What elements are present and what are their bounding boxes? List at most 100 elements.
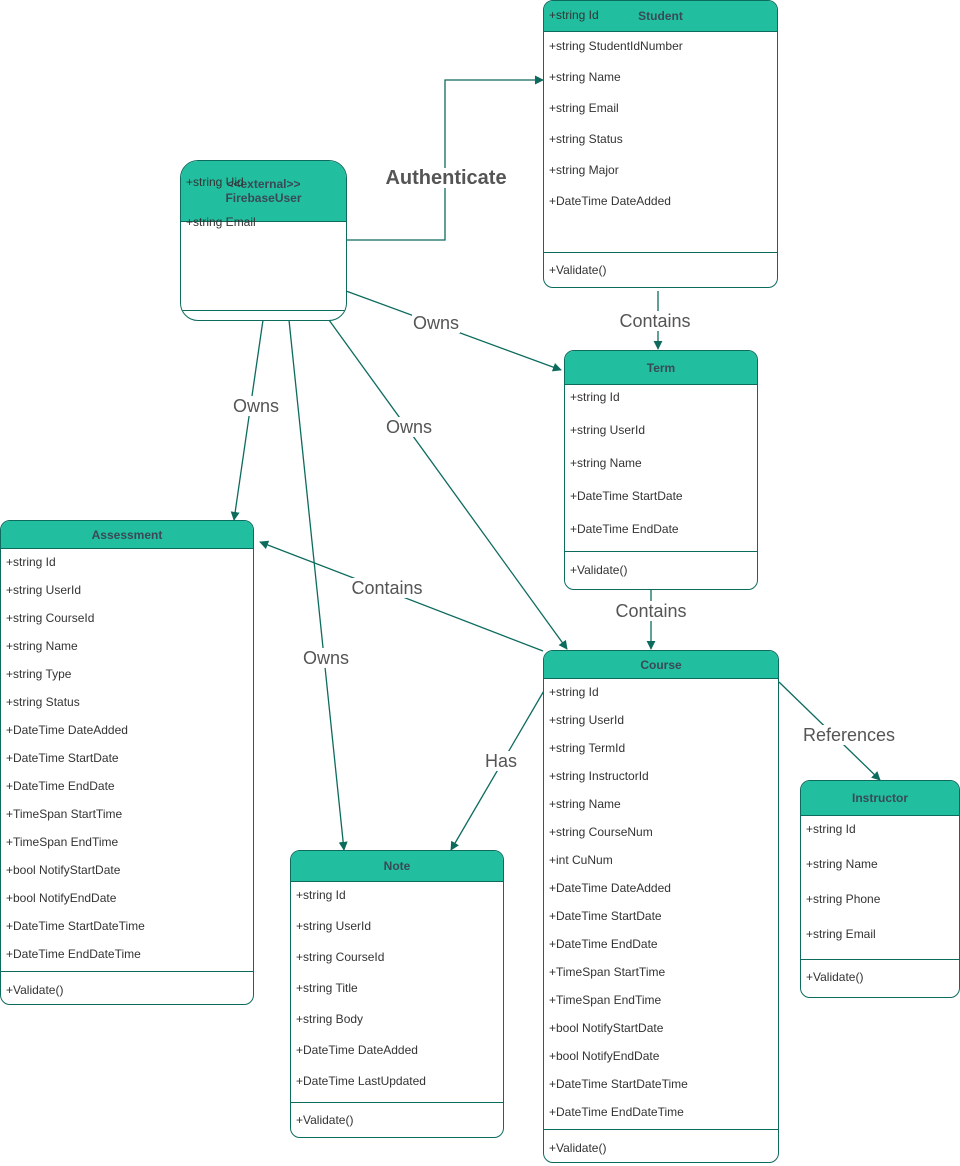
class-attribute: +string Type (6, 667, 72, 681)
class-attribute: +string Name (570, 456, 642, 470)
class-title: Note (383, 859, 411, 873)
class-assessment[interactable]: Assessment +string Id +string UserId +stri… (0, 520, 254, 1005)
class-divider (565, 551, 757, 552)
class-attribute: +string Status (549, 132, 623, 146)
class-attribute: +DateTime StartDate (570, 489, 683, 503)
class-attribute: +DateTime EndDate (570, 522, 679, 536)
class-attribute: +bool NotifyEndDate (549, 1049, 660, 1063)
class-title: Student (638, 9, 683, 23)
class-title: Assessment (91, 527, 163, 542)
edge-label-course-instructor: References (801, 725, 897, 745)
class-attribute: +string Phone (806, 892, 881, 906)
class-attribute: +string Email (549, 101, 619, 115)
class-header: Assessment (1, 521, 253, 549)
class-attribute: +DateTime DateAdded (549, 881, 671, 895)
edge-user-note (288, 319, 348, 851)
class-attribute: +TimeSpan StartTime (6, 807, 123, 821)
edge-label-authenticate: Authenticate (384, 167, 508, 189)
class-attribute: +string CourseId (6, 611, 95, 625)
class-divider (544, 1129, 778, 1130)
edge-label-user-note: Owns (301, 648, 351, 668)
class-method: +Validate() (549, 263, 607, 277)
edge-authenticate (347, 75, 544, 241)
class-attribute: +DateTime LastUpdated (296, 1074, 426, 1088)
class-instructor[interactable]: Instructor +string Id+string Name+string… (800, 780, 960, 998)
class-attribute: +TimeSpan StartTime (549, 965, 666, 979)
class-attribute: +string UserId (549, 713, 625, 727)
class-attribute: +string Name (549, 70, 621, 84)
class-attribute: +string Uid (186, 175, 244, 189)
class-attribute: +string Id (549, 8, 599, 22)
edge-label-user-assessment: Owns (231, 396, 281, 416)
class-header: Note (291, 851, 503, 882)
class-attribute: +DateTime StartDateTime (6, 919, 145, 933)
class-header: Term (565, 351, 757, 385)
class-attribute: +string Major (549, 163, 619, 177)
class-attribute: +string UserId (6, 583, 82, 597)
class-term[interactable]: Term +string Id+string UserId+string Nam… (564, 350, 758, 590)
class-method: +Validate() (6, 983, 64, 997)
class-header: Course (544, 651, 778, 679)
class-method: +Validate() (549, 1141, 607, 1155)
class-method: +Validate() (296, 1113, 354, 1127)
class-attribute: +TimeSpan EndTime (549, 993, 662, 1007)
edge-label-student-term: Contains (618, 311, 692, 331)
class-attribute: +string Id (549, 685, 599, 699)
class-attribute: +DateTime EndDateTime (549, 1105, 684, 1119)
class-attribute: +string TermId (549, 741, 626, 755)
edge-label-course-assessment: Contains (350, 578, 424, 598)
class-attribute: +DateTime StartDate (6, 751, 119, 765)
class-attribute: +DateTime DateAdded (549, 194, 671, 208)
edge-user-assessment (230, 319, 264, 521)
class-attribute: +bool NotifyStartDate (6, 863, 121, 877)
class-attribute: +string Id (6, 555, 56, 569)
class-attribute: +string Email (806, 927, 876, 941)
edge-label-user-course: Owns (384, 417, 434, 437)
class-attribute: +bool NotifyStartDate (549, 1021, 664, 1035)
class-divider (801, 959, 959, 960)
class-attribute: +TimeSpan EndTime (6, 835, 119, 849)
class-attribute: +string Id (570, 390, 620, 404)
class-attribute: +string StudentIdNumber (549, 39, 683, 53)
class-divider (181, 310, 346, 311)
class-student[interactable]: Student +string Id +string StudentIdNumbe… (543, 0, 778, 288)
class-attribute: +string Name (806, 857, 878, 871)
class-title: Instructor (851, 791, 908, 805)
class-title: Term (646, 360, 676, 375)
class-stereotype: <<external>> (226, 177, 301, 191)
class-attribute: +DateTime StartDateTime (549, 1077, 688, 1091)
class-attribute: +DateTime EndDate (549, 937, 658, 951)
edge-label-term-course: Contains (614, 601, 688, 621)
class-attribute: +string CourseNum (549, 825, 653, 839)
class-header: Student (544, 1, 777, 32)
edge-label-course-note: Has (483, 751, 519, 771)
edge-label-user-term: Owns (411, 313, 461, 333)
class-attribute: +int CuNum (549, 853, 613, 867)
class-attribute: +string Title (296, 981, 358, 995)
class-attribute: +string Status (6, 695, 80, 709)
class-header: <<external>> FirebaseUser (181, 161, 346, 222)
class-attribute: +DateTime DateAdded (296, 1043, 418, 1057)
class-course[interactable]: Course +string Id +string UserId +string T… (543, 650, 779, 1163)
class-header: Instructor (801, 781, 959, 816)
class-attribute: +string Name (6, 639, 78, 653)
class-attribute: +string Id (296, 888, 346, 902)
class-attribute: +bool NotifyEndDate (6, 891, 117, 905)
edge-user-course (328, 319, 568, 650)
class-attribute: +string InstructorId (549, 769, 649, 783)
class-attribute: +string Email (186, 215, 256, 229)
class-divider (544, 252, 777, 253)
class-attribute: +string UserId (296, 919, 372, 933)
class-firebase-user[interactable]: <<external>> FirebaseUser +string Uid +st… (180, 160, 347, 321)
class-title: FirebaseUser (225, 191, 302, 205)
class-divider (1, 971, 253, 972)
class-attribute: +DateTime EndDate (6, 779, 115, 793)
class-method: +Validate() (570, 563, 628, 577)
class-attribute: +string CourseId (296, 950, 385, 964)
class-note[interactable]: Note +string Id +string UserId +string Cou… (290, 850, 504, 1138)
class-attribute: +string Body (296, 1012, 364, 1026)
class-attribute: +DateTime StartDate (549, 909, 662, 923)
class-attribute: +DateTime DateAdded (6, 723, 128, 737)
class-divider (291, 1102, 503, 1103)
class-attribute: +DateTime EndDateTime (6, 947, 141, 961)
